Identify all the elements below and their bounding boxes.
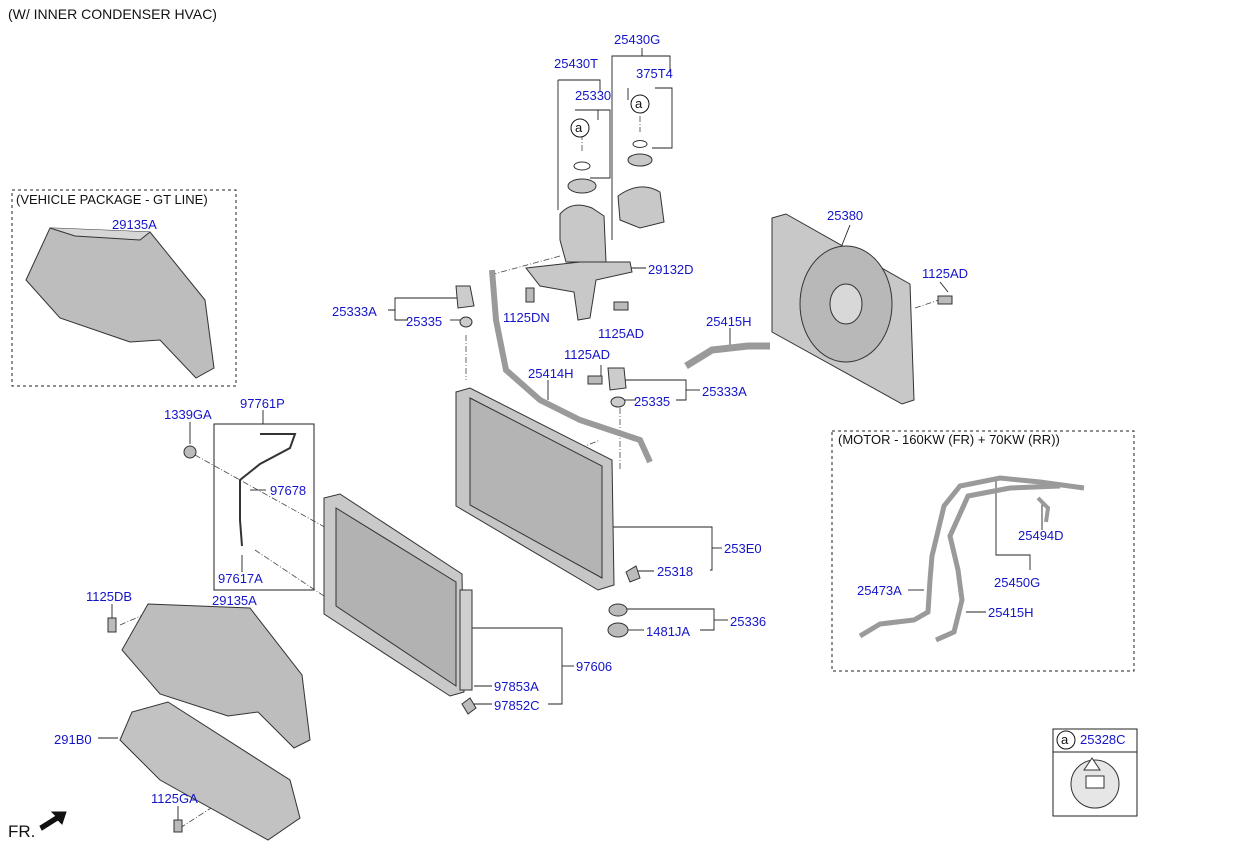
legend-box — [1052, 728, 1138, 817]
part-375t4[interactable]: 375T4 — [636, 66, 673, 81]
part-25414h[interactable]: 25414H — [528, 366, 574, 381]
reservoir-right — [617, 186, 665, 229]
air-guide-gt — [25, 227, 215, 379]
part-25415h[interactable]: 25415H — [706, 314, 752, 329]
part-25473a[interactable]: 25473A — [857, 583, 902, 598]
part-25415h-motor[interactable]: 25415H — [988, 605, 1034, 620]
part-97852c[interactable]: 97852C — [494, 698, 540, 713]
part-25430g[interactable]: 25430G — [614, 32, 661, 47]
motor-box — [831, 430, 1135, 672]
harness-box — [213, 423, 315, 591]
part-25494d[interactable]: 25494D — [1018, 528, 1064, 543]
motor-box-label: (MOTOR - 160KW (FR) + 70KW (RR)) — [836, 432, 1062, 447]
part-253e0[interactable]: 253E0 — [724, 541, 762, 556]
circle-a-text: a — [575, 120, 583, 135]
circle-a-marker — [570, 118, 590, 138]
part-25330[interactable]: 25330 — [575, 88, 612, 103]
circle-a-text: a — [635, 96, 643, 111]
part-97853a[interactable]: 97853A — [494, 679, 539, 694]
part-97617a[interactable]: 97617A — [218, 571, 263, 586]
reservoir-left — [559, 204, 607, 263]
part-25380[interactable]: 25380 — [827, 208, 864, 223]
part-25318[interactable]: 25318 — [657, 564, 694, 579]
part-1481ja[interactable]: 1481JA — [646, 624, 691, 639]
hose-25414h — [489, 269, 653, 464]
part-1125ad-right[interactable]: 1125AD — [922, 266, 969, 281]
part-25333a-right[interactable]: 25333A — [702, 384, 747, 399]
part-1125ga[interactable]: 1125GA — [151, 791, 198, 806]
motor-hoses — [858, 475, 1085, 639]
circle-a-legend — [1056, 730, 1076, 750]
air-guide — [121, 603, 311, 749]
part-25336[interactable]: 25336 — [730, 614, 767, 629]
direction-arrow-icon — [39, 811, 67, 831]
circle-a-marker — [630, 94, 650, 114]
part-1125ad-center[interactable]: 1125AD — [598, 326, 645, 341]
front-direction-label: FR. — [8, 822, 36, 841]
part-1125db[interactable]: 1125DB — [86, 589, 133, 604]
part-1339ga[interactable]: 1339GA — [164, 407, 212, 422]
hose-25415h — [684, 342, 770, 369]
part-1125ad-mid[interactable]: 1125AD — [564, 347, 611, 362]
legend-part-25328c[interactable]: 25328C — [1080, 732, 1126, 747]
part-25333a-left[interactable]: 25333A — [332, 304, 377, 319]
part-29135a-bottom[interactable]: 29135A — [212, 593, 257, 608]
part-25450g[interactable]: 25450G — [994, 575, 1041, 590]
part-25430t[interactable]: 25430T — [554, 56, 599, 71]
part-1125dn[interactable]: 1125DN — [503, 310, 550, 325]
page-title: (W/ INNER CONDENSER HVAC) — [8, 6, 217, 22]
part-29135a-top[interactable]: 29135A — [112, 217, 157, 232]
gt-line-box-label: (VEHICLE PACKAGE - GT LINE) — [14, 192, 210, 207]
part-97606[interactable]: 97606 — [576, 659, 613, 674]
part-97761p[interactable]: 97761P — [240, 396, 285, 411]
part-25335-left[interactable]: 25335 — [406, 314, 443, 329]
part-291b0[interactable]: 291B0 — [54, 732, 92, 747]
lower-guard — [119, 701, 301, 841]
grommet-1339ga — [183, 445, 197, 459]
wire-harness — [239, 433, 297, 547]
part-97678[interactable]: 97678 — [270, 483, 307, 498]
part-25335-right[interactable]: 25335 — [634, 394, 671, 409]
part-29132d[interactable]: 29132D — [648, 262, 694, 277]
legend-circle-a: a — [1061, 732, 1069, 747]
